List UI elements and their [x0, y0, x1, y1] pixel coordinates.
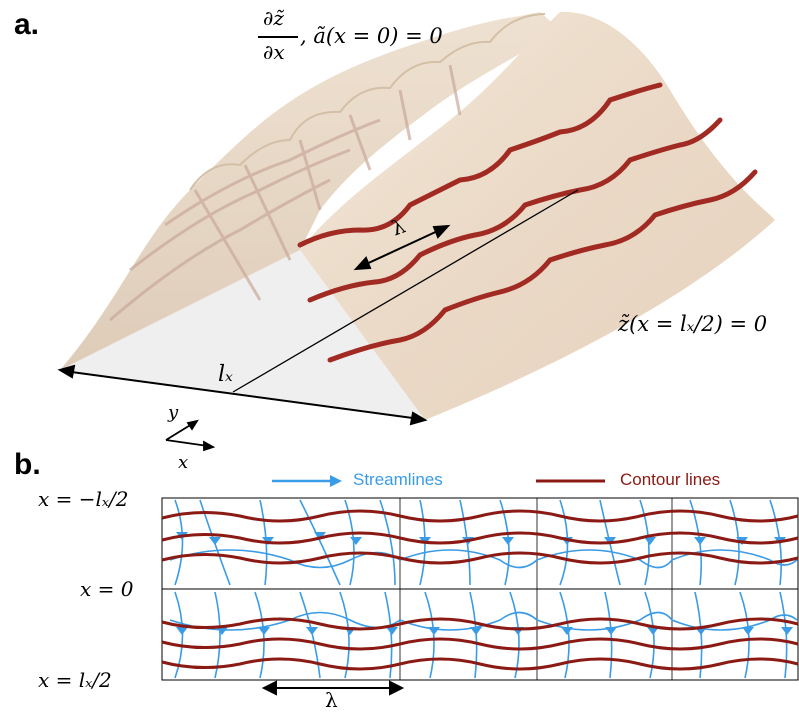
center-line [232, 189, 579, 393]
row-label-top: x = −lₓ/2 [38, 487, 129, 511]
right-boundary-condition: z̃(x = lₓ/2) = 0 [618, 312, 768, 336]
length-label: lₓ [218, 362, 233, 387]
surface-contour-lines [297, 82, 758, 363]
axis-indicator [165, 419, 216, 452]
panel-a-label: a. [14, 8, 40, 41]
axis-x-label: x [178, 452, 189, 473]
contour-lines-b [161, 509, 799, 671]
wavelength-label-b: λ [325, 688, 338, 712]
axis-y-label: y [168, 402, 179, 423]
top-boundary-condition-rest: , ã(x = 0) = 0 [300, 24, 443, 48]
panel-b-label: b. [14, 448, 41, 481]
streamlines-legend-label: Streamlines [353, 470, 443, 489]
top-boundary-condition-denominator: ∂x [263, 40, 285, 64]
surface-base [60, 250, 425, 420]
row-label-middle: x = 0 [80, 577, 134, 601]
contour-lines-legend-label: Contour lines [620, 470, 721, 489]
surface-left-grid [109, 64, 462, 322]
surface-right-slope [300, 11, 775, 420]
wavelength-arrow-a [353, 224, 451, 271]
streamline-legend-marker [272, 475, 342, 487]
length-arrow [57, 364, 428, 426]
surface-crest [189, 13, 546, 191]
row-label-bottom: x = lₓ/2 [38, 668, 112, 692]
top-boundary-fraction-bar [258, 36, 298, 38]
wavelength-arrow-b [261, 680, 405, 696]
top-boundary-condition-numerator: ∂z̃ [263, 6, 284, 30]
